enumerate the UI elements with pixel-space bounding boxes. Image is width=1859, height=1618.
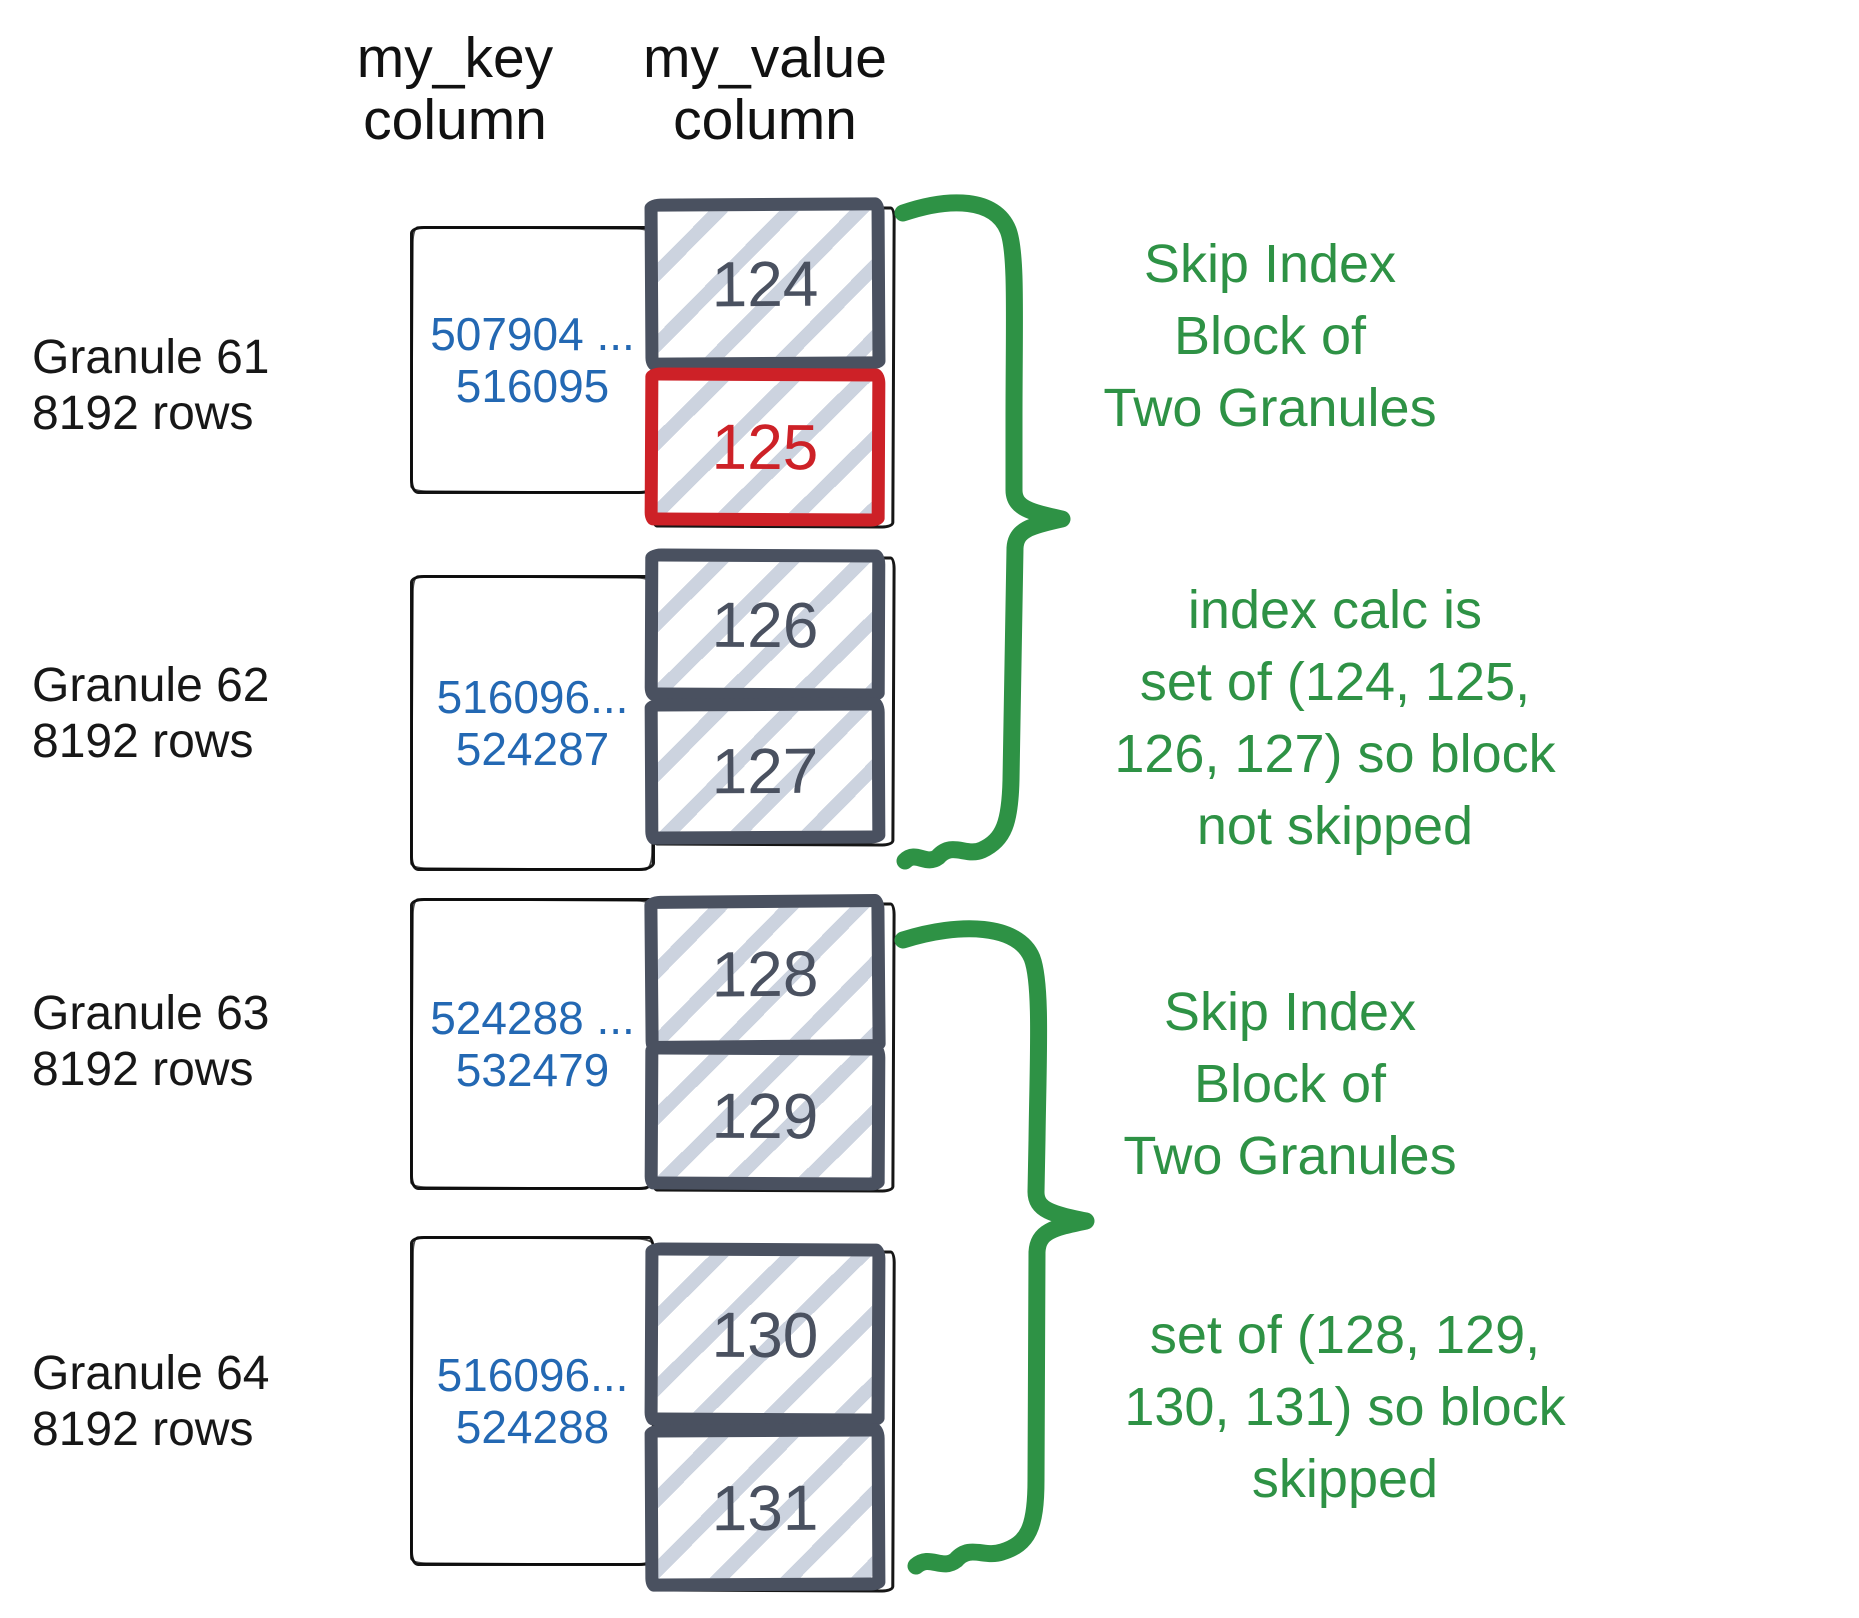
granule-62-label: Granule 62 8192 rows <box>32 658 332 770</box>
block-number: 131 <box>711 1471 819 1544</box>
granule-rows: 8192 rows <box>32 387 254 441</box>
key-range: 524288 ... 532479 <box>430 991 635 1096</box>
brace-granules-61-62 <box>894 194 1071 870</box>
key-range: 516096... 524287 <box>436 670 629 775</box>
value-column-header: my_value column <box>643 26 887 152</box>
key-range: 507904 ... 516095 <box>430 307 635 412</box>
granule-61-label: Granule 61 8192 rows <box>32 330 332 442</box>
brace-granules-63-64 <box>894 920 1095 1575</box>
block-number: 129 <box>711 1079 819 1153</box>
key-granule-box-62: 516096... 524287 <box>410 575 655 871</box>
granule-name: Granule 63 <box>32 987 270 1040</box>
value-block-131: 131 <box>644 1423 886 1592</box>
granule-64-label: Granule 64 8192 rows <box>32 1346 332 1458</box>
key-granule-box-63: 524288 ... 532479 <box>410 898 655 1190</box>
value-block-128: 128 <box>644 893 886 1055</box>
annotation-index-calc-not-skipped: index calc is set of (124, 125, 126, 127… <box>1114 580 1556 856</box>
value-block-130: 130 <box>644 1242 886 1427</box>
granule-name: Granule 62 <box>32 659 270 712</box>
key-range: 516096... 524288 <box>436 1348 629 1453</box>
block-number: 125 <box>711 410 819 484</box>
granule-name: Granule 64 <box>32 1347 270 1400</box>
granule-rows: 8192 rows <box>32 1043 254 1097</box>
granule-rows: 8192 rows <box>32 715 254 769</box>
granule-63-label: Granule 63 8192 rows <box>32 986 332 1098</box>
granule-name: Granule 61 <box>32 331 270 384</box>
key-granule-box-64: 516096... 524288 <box>410 1236 655 1566</box>
annotation-set-skipped: set of (128, 129, 130, 131) so block ski… <box>1124 1305 1566 1509</box>
block-number: 130 <box>711 1298 819 1371</box>
key-granule-box-61: 507904 ... 516095 <box>410 226 655 494</box>
annotation-skip-block-1: Skip Index Block of Two Granules <box>1103 234 1437 438</box>
value-block-126: 126 <box>644 548 886 702</box>
value-block-124: 124 <box>644 197 886 371</box>
block-number: 124 <box>711 247 819 321</box>
value-block-125-highlighted: 125 <box>644 367 886 527</box>
block-number: 126 <box>711 588 819 662</box>
block-number: 127 <box>711 734 819 808</box>
block-number: 128 <box>711 937 819 1011</box>
value-block-127: 127 <box>644 697 886 845</box>
annotation-skip-block-2: Skip Index Block of Two Granules <box>1123 982 1457 1186</box>
key-column-header: my_key column <box>356 26 554 152</box>
value-block-129: 129 <box>644 1041 886 1191</box>
granule-rows: 8192 rows <box>32 1403 254 1457</box>
